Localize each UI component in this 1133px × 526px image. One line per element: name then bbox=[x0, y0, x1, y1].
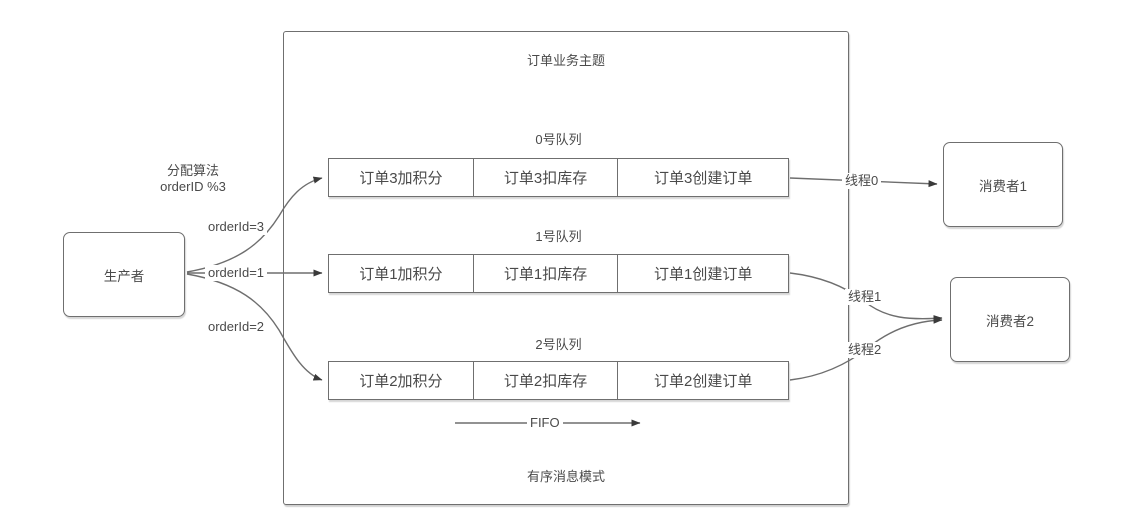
queue-0-cell-1: 订单3加积分 bbox=[329, 159, 474, 196]
queue-0-cell-3: 订单3创建订单 bbox=[654, 170, 753, 187]
producer-label: 生产者 bbox=[103, 268, 145, 284]
topic-title: 订单业务主题 bbox=[526, 53, 605, 68]
queue-2-label: 2号队列 bbox=[535, 337, 582, 352]
thread-1-label: 线程1 bbox=[845, 289, 885, 305]
consumer-1-node: 消费者1 bbox=[943, 142, 1063, 227]
route-label-orderid3: orderId=3 bbox=[205, 219, 268, 235]
queue-1: 订单1加积分 订单1扣库存 订单1创建订单 bbox=[328, 254, 789, 293]
allocation-algorithm-line1: 分配算法 bbox=[166, 163, 219, 178]
edge-producer-queue0 bbox=[186, 176, 323, 273]
queue-2-cell-3: 订单2创建订单 bbox=[654, 373, 753, 390]
queue-1-cell-2: 订单1扣库存 bbox=[474, 255, 619, 292]
queue-1-cell-1: 订单1加积分 bbox=[329, 255, 474, 292]
queue-2: 订单2加积分 订单2扣库存 订单2创建订单 bbox=[328, 361, 789, 400]
consumer-2-label: 消费者2 bbox=[985, 313, 1034, 329]
fifo-label: FIFO bbox=[527, 415, 563, 431]
queue-0-cell-2: 订单3扣库存 bbox=[474, 159, 619, 196]
route-label-orderid2: orderId=2 bbox=[205, 319, 268, 335]
edge-producer-queue2 bbox=[186, 273, 323, 381]
route-label-orderid1: orderId=1 bbox=[205, 265, 268, 281]
allocation-algorithm-note: 分配算法 orderID %3 bbox=[133, 163, 253, 195]
thread-2-label: 线程2 bbox=[845, 342, 885, 358]
consumer-1-label: 消费者1 bbox=[978, 178, 1027, 194]
queue-0: 订单3加积分 订单3扣库存 订单3创建订单 bbox=[328, 158, 789, 197]
queue-1-label: 1号队列 bbox=[535, 229, 582, 244]
topic-footer-label: 有序消息模式 bbox=[526, 469, 605, 484]
producer-node: 生产者 bbox=[63, 232, 185, 317]
queue-2-cell-2: 订单2扣库存 bbox=[474, 362, 619, 399]
queue-1-cell-3: 订单1创建订单 bbox=[654, 266, 753, 283]
queue-0-label: 0号队列 bbox=[535, 132, 582, 147]
topic-container bbox=[283, 31, 849, 505]
allocation-algorithm-line2: orderID %3 bbox=[160, 179, 226, 194]
queue-2-cell-1: 订单2加积分 bbox=[329, 362, 474, 399]
consumer-2-node: 消费者2 bbox=[950, 277, 1070, 362]
thread-0-label: 线程0 bbox=[842, 173, 882, 189]
